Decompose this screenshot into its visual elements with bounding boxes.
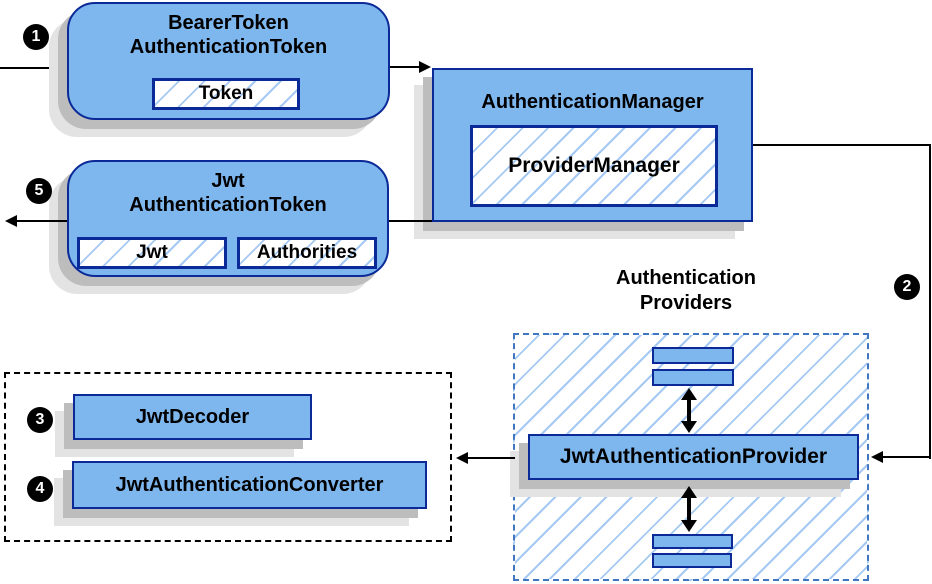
step-number: 4 [35,480,45,497]
bearer-token-title-line2: AuthenticationToken [129,36,328,58]
jwt-token-title: Jwt AuthenticationToken [69,169,387,217]
arrowhead-to-manager [419,61,431,73]
connector-manager-right [753,144,931,146]
arrowhead-up [681,388,697,400]
step-number: 3 [35,411,45,428]
authorities-field: Authorities [237,237,377,269]
connector-incoming-request [0,67,67,69]
other-provider-placeholder [652,369,734,386]
jwt-field: Jwt [77,237,227,269]
step-number: 5 [34,182,44,199]
arrowhead-outgoing-result [5,215,17,227]
double-arrow-top [681,388,697,433]
connector-manager-to-jwt-token [389,220,432,222]
arrowhead-down [681,520,697,532]
authentication-manager-title: AuthenticationManager [481,91,704,113]
arrow-stem [687,397,691,424]
double-arrow-bottom [681,486,697,532]
connector-bearer-to-manager [390,66,419,68]
jwt-field-label: Jwt [136,242,168,263]
arrowhead-into-provider [871,451,883,463]
connector-right-vertical [929,144,931,459]
bearer-token-title-line1: BearerToken [168,12,289,34]
providers-label-line2: Providers [639,292,733,314]
jwt-authentication-converter-label: JwtAuthenticationConverter [115,473,384,496]
authorities-field-label: Authorities [256,242,358,263]
step-marker-4: 4 [27,476,53,502]
step-marker-3: 3 [27,407,53,433]
connector-provider-to-helpers [468,457,515,459]
authentication-providers-label: Authentication Providers [566,266,806,316]
step-number: 1 [31,28,41,45]
arrowhead-down [681,421,697,433]
jwt-authentication-converter-node: JwtAuthenticationConverter [72,461,427,509]
jwt-authentication-provider-label: JwtAuthenticationProvider [559,445,828,468]
connector-into-provider [883,456,931,458]
connector-outgoing-result [17,220,67,222]
step-marker-2: 2 [894,274,920,300]
step-marker-1: 1 [23,24,49,50]
step-number: 2 [902,278,912,295]
provider-manager-label: ProviderManager [508,154,680,177]
arrowhead-up [681,486,697,498]
jwt-token-title-line2: AuthenticationToken [129,194,327,216]
jwt-decoder-node: JwtDecoder [73,394,312,440]
bearer-token-title: BearerToken AuthenticationToken [69,11,388,59]
providers-label-line1: Authentication [616,267,756,289]
other-provider-placeholder [652,347,734,364]
token-field-label: Token [198,83,254,104]
token-field: Token [152,78,300,110]
jwt-authentication-provider-node: JwtAuthenticationProvider [528,434,859,480]
other-provider-placeholder [652,534,733,549]
other-provider-placeholder [652,553,732,568]
provider-manager-field: ProviderManager [470,125,718,207]
decoder-converter-group [4,372,452,542]
arrowhead-to-helpers [456,452,468,464]
arrow-stem [687,495,691,523]
step-marker-5: 5 [26,178,52,204]
jwt-decoder-label: JwtDecoder [135,405,250,428]
jwt-token-title-line1: Jwt [211,170,245,192]
